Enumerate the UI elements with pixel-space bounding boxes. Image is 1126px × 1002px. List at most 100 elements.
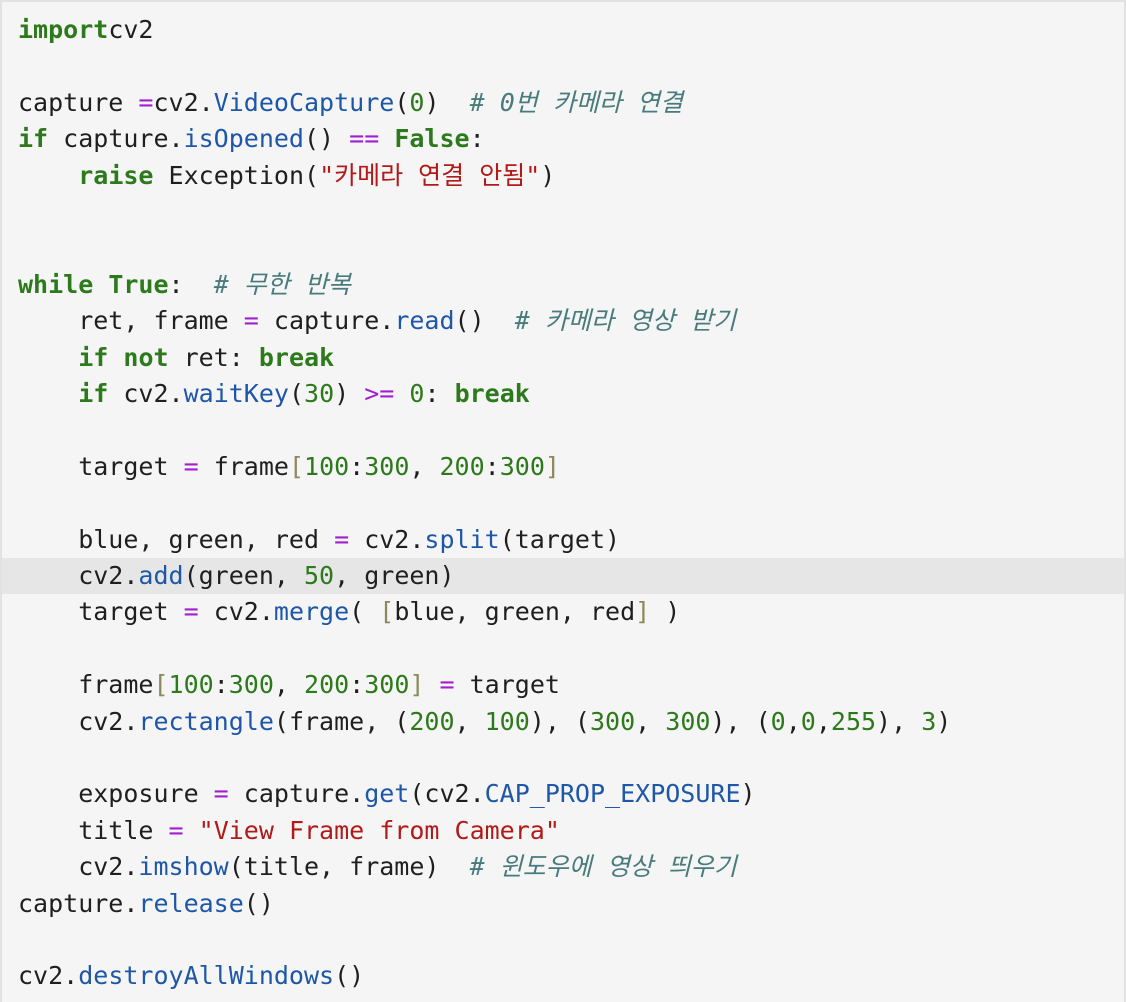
function-token: CAP_PROP_EXPOSURE <box>484 779 741 809</box>
code-line[interactable]: importcv2 <box>2 12 1124 48</box>
code-token: cv2. <box>349 524 425 554</box>
code-token: ( <box>288 379 305 408</box>
operator-token: = <box>213 779 229 809</box>
number-token: 30 <box>304 379 335 408</box>
code-token: : <box>349 451 365 481</box>
code-line[interactable]: if not ret: break <box>2 340 1124 376</box>
bracket-token: [ <box>153 670 169 700</box>
bracket-token: ] <box>409 670 425 700</box>
code-line[interactable]: capture =cv2.VideoCapture(0) # 0번 카메라 연결 <box>2 85 1124 121</box>
code-token: ) <box>936 706 952 736</box>
code-token: ( <box>394 87 410 117</box>
code-token <box>184 816 199 845</box>
code-token: capture. <box>228 779 365 809</box>
code-token: cv2. <box>18 561 139 590</box>
code-line[interactable]: raise Exception("카메라 연결 안됨") <box>2 158 1124 194</box>
code-line[interactable]: while True: # 무한 반복 <box>2 267 1124 303</box>
number-token: 3 <box>921 706 937 736</box>
code-line[interactable]: exposure = capture.get(cv2.CAP_PROP_EXPO… <box>2 776 1124 812</box>
code-line[interactable] <box>2 740 1124 776</box>
keyword-token: break <box>454 379 530 408</box>
code-line[interactable] <box>2 48 1124 84</box>
code-line-active[interactable]: cv2.add(green, 50, green) <box>2 558 1124 595</box>
function-token: read <box>394 306 455 336</box>
code-token <box>424 670 439 699</box>
string-token: "View Frame from Camera" <box>198 815 560 845</box>
keyword-token: raise <box>78 160 154 190</box>
code-token: frame <box>198 451 289 481</box>
code-token <box>18 343 78 372</box>
code-token: target <box>18 597 184 627</box>
code-line[interactable]: target = frame[100:300, 200:300] <box>2 449 1124 485</box>
code-line[interactable] <box>2 230 1124 266</box>
code-token: ) <box>540 160 556 190</box>
number-token: 300 <box>228 670 274 700</box>
number-token: 200 <box>439 451 485 481</box>
code-token: : <box>469 124 485 154</box>
code-token: ret, frame <box>18 306 244 336</box>
keyword-token: not <box>123 342 169 372</box>
code-token: , <box>815 706 831 736</box>
code-token: Exception( <box>153 160 320 190</box>
code-line[interactable]: cv2.destroyAllWindows() <box>2 958 1124 994</box>
code-line[interactable] <box>2 412 1124 448</box>
number-token: 50 <box>304 561 335 590</box>
code-token <box>379 124 394 153</box>
code-token: cv2. <box>108 379 184 408</box>
code-line[interactable] <box>2 485 1124 521</box>
bracket-token: ] <box>544 451 560 481</box>
operator-token: = <box>138 87 154 117</box>
code-token: () <box>304 124 350 154</box>
number-token: 255 <box>830 706 877 736</box>
code-line[interactable]: title = "View Frame from Camera" <box>2 813 1124 849</box>
code-line[interactable]: ret, frame = capture.read() # 카메라 영상 받기 <box>2 303 1124 339</box>
code-line[interactable]: capture.release() <box>2 886 1124 922</box>
code-line[interactable] <box>2 194 1124 230</box>
function-token: add <box>138 561 184 590</box>
code-token: ( <box>349 597 380 627</box>
code-token: target <box>18 451 184 481</box>
code-token: ) <box>740 779 756 809</box>
function-token: isOpened <box>183 124 304 154</box>
number-token: 100 <box>304 451 350 481</box>
code-token: blue, green, red <box>394 597 636 627</box>
code-token: cv2. <box>153 87 214 117</box>
function-token: merge <box>273 597 350 627</box>
operator-token: = <box>439 670 455 700</box>
operator-token: == <box>349 124 380 154</box>
code-line[interactable] <box>2 631 1124 667</box>
code-line[interactable] <box>2 922 1124 958</box>
keyword-token: if <box>18 124 49 154</box>
code-token <box>394 379 409 408</box>
code-line[interactable]: cv2.rectangle(frame, (200, 100), (300, 3… <box>2 704 1124 740</box>
code-line[interactable]: blue, green, red = cv2.split(target) <box>2 522 1124 558</box>
function-token: waitKey <box>183 379 289 408</box>
code-token: capture. <box>18 888 139 918</box>
code-line[interactable]: target = cv2.merge( [blue, green, red] ) <box>2 594 1124 630</box>
function-token: split <box>424 524 500 554</box>
code-token: cv2. <box>18 706 139 736</box>
keyword-token: break <box>258 342 335 372</box>
keyword-token: import <box>18 15 109 44</box>
code-token: cv2. <box>18 961 79 991</box>
code-token: frame <box>18 670 154 700</box>
code-token: target <box>454 670 560 700</box>
operator-token: = <box>243 306 259 336</box>
string-token: "카메라 연결 안됨" <box>319 160 541 190</box>
code-token: ) <box>424 87 470 117</box>
code-line[interactable]: frame[100:300, 200:300] = target <box>2 667 1124 703</box>
number-token: 300 <box>364 451 410 481</box>
code-token: (green, <box>183 561 304 590</box>
number-token: 0 <box>770 706 786 736</box>
operator-token: = <box>183 451 199 481</box>
code-line[interactable]: if capture.isOpened() == False: <box>2 121 1124 157</box>
function-token: imshow <box>138 852 229 882</box>
keyword-token: if <box>78 379 109 408</box>
keyword-token: False <box>394 124 470 154</box>
code-token: , green) <box>334 561 455 590</box>
code-token: ), ( <box>529 706 590 736</box>
code-line[interactable]: cv2.imshow(title, frame) # 윈도우에 영상 띄우기 <box>2 849 1124 885</box>
code-line[interactable]: if cv2.waitKey(30) >= 0: break <box>2 376 1124 412</box>
code-token: capture <box>18 87 139 117</box>
